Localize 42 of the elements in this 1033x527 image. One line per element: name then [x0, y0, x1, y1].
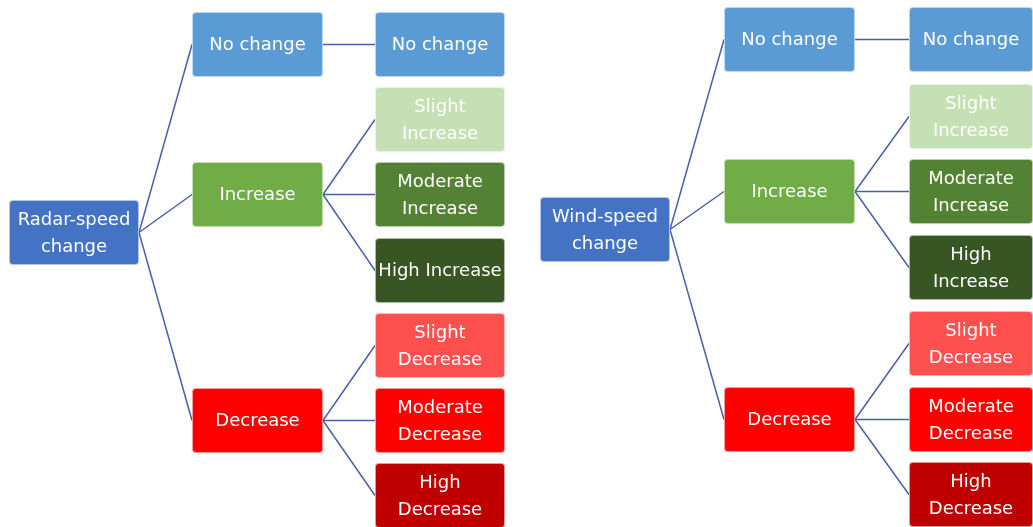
process-box: High Increase — [375, 238, 505, 303]
process-box: Decrease — [192, 388, 323, 453]
process-box: Moderate Increase — [375, 162, 505, 227]
connector-line — [854, 115, 910, 193]
process-box: Decrease — [724, 387, 855, 452]
process-box: High Decrease — [375, 463, 505, 527]
process-box: No change — [909, 7, 1033, 72]
process-box: Moderate Decrease — [375, 388, 505, 453]
process-box: Slight Decrease — [909, 311, 1033, 376]
connector-line — [854, 418, 910, 421]
process-box: No change — [724, 7, 855, 72]
connector-line — [322, 193, 376, 196]
process-box: High Increase — [909, 235, 1033, 300]
connector-line — [138, 193, 193, 234]
connector-line — [322, 193, 376, 272]
connector-line — [138, 43, 193, 234]
process-box: High Decrease — [909, 462, 1033, 527]
process-box: Increase — [724, 159, 855, 224]
connector-line — [322, 43, 376, 46]
connector-line — [322, 344, 376, 422]
connector-line — [138, 231, 193, 422]
process-box: Moderate Decrease — [909, 387, 1033, 452]
connector-line — [322, 419, 376, 422]
process-box: Increase — [192, 162, 323, 227]
process-box: Moderate Increase — [909, 159, 1033, 224]
process-box: No change — [375, 12, 505, 77]
process-box: Slight Decrease — [375, 313, 505, 378]
process-box: Slight Increase — [375, 87, 505, 152]
process-box: No change — [192, 12, 323, 77]
connector-line — [854, 38, 910, 41]
process-box: Radar-speed change — [9, 200, 139, 265]
connector-line — [854, 190, 910, 193]
connector-line — [322, 118, 376, 196]
connector-line — [854, 342, 910, 421]
connector-line — [669, 190, 725, 231]
connector-line — [669, 228, 725, 421]
connector-line — [854, 190, 910, 269]
process-box: Wind-speed change — [540, 197, 670, 262]
process-box: Slight Increase — [909, 84, 1033, 149]
connector-line — [854, 418, 910, 496]
connector-line — [322, 419, 376, 497]
connector-line — [669, 38, 725, 231]
